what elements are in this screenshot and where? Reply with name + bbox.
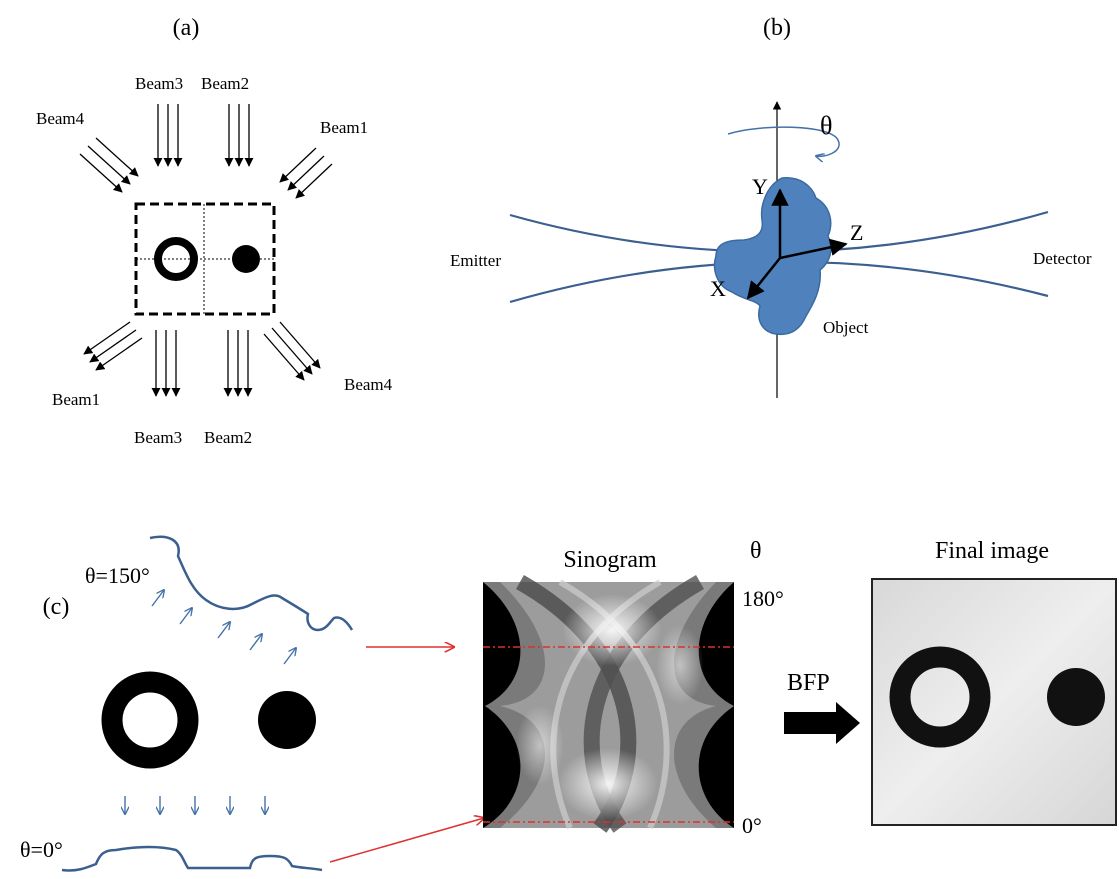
panel-c-label: (c) — [43, 594, 70, 620]
panel-a-label: (a) — [173, 15, 200, 41]
projection-0-curve — [61, 845, 323, 872]
beam2-bottom-arrows — [223, 330, 253, 397]
projection-0-arrows — [125, 796, 265, 814]
sinogram-image — [483, 575, 734, 833]
disk-object-large — [258, 691, 316, 749]
theta-0-label: θ=0° — [20, 837, 63, 862]
theta-label-b: θ — [820, 111, 832, 140]
beam1-top-label: Beam1 — [320, 118, 368, 137]
rotation-arrow — [727, 126, 840, 156]
ring-object-large — [101, 671, 199, 769]
beam1-bottom-label: Beam1 — [52, 390, 100, 409]
disk-object-small — [232, 245, 260, 273]
beam2-bottom-label: Beam2 — [204, 428, 252, 447]
bfp-label: BFP — [787, 670, 830, 696]
sinogram-tick-180: 180° — [742, 586, 784, 611]
beam4-top-label: Beam4 — [36, 109, 85, 128]
beam3-bottom-label: Beam3 — [134, 428, 182, 447]
reconstructed-disk — [1047, 668, 1105, 726]
beam4-bottom-label: Beam4 — [344, 375, 393, 394]
panel-c: (c) θ=150° θ=0° Sinogram θ 180 — [20, 535, 1117, 872]
panel-a: (a) Beam3 Beam2 Beam4 Beam1 — [36, 15, 393, 447]
beam3-top-arrows — [153, 104, 183, 167]
z-axis-arrow — [779, 238, 848, 260]
beam4-bottom-arrows — [263, 321, 321, 381]
reconstructed-ring — [889, 646, 991, 748]
bfp-arrow — [784, 702, 860, 744]
final-image-title: Final image — [935, 538, 1049, 564]
beam3-bottom-arrows — [151, 330, 181, 397]
projection-150-arrows — [151, 590, 296, 665]
final-image — [871, 578, 1117, 826]
sinogram-tick-0: 0° — [742, 813, 762, 838]
detector-label: Detector — [1033, 249, 1092, 268]
panel-b-label: (b) — [763, 15, 791, 41]
beam2-top-label: Beam2 — [201, 74, 249, 93]
theta-150-label: θ=150° — [85, 563, 150, 588]
object-label: Object — [823, 318, 869, 337]
beam4-top-arrows — [79, 137, 139, 193]
panel-b: (b) θ Y Z X Emitter Detector Object — [450, 15, 1092, 398]
y-axis-label: Y — [752, 174, 768, 199]
projection-150-curve — [149, 535, 354, 632]
beam3-top-label: Beam3 — [135, 74, 183, 93]
z-axis-label: Z — [850, 220, 863, 245]
object-blob — [713, 177, 832, 336]
x-axis-arrow — [746, 257, 781, 300]
ring-object-small — [154, 237, 198, 281]
emitter-label: Emitter — [450, 251, 501, 270]
link-0-to-sinogram — [329, 818, 484, 863]
beam1-bottom-arrows — [83, 321, 143, 371]
beam2-top-arrows — [224, 104, 254, 167]
sinogram-title: Sinogram — [563, 547, 657, 573]
beam1-top-arrows — [279, 147, 333, 199]
x-axis-label: X — [710, 276, 726, 301]
sinogram-theta-axis: θ — [750, 538, 762, 564]
